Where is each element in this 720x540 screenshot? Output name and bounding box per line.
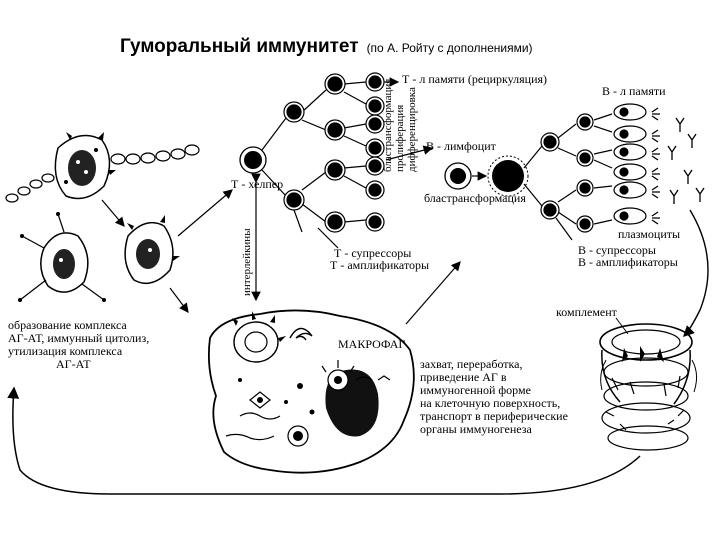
antigen-chain-right xyxy=(110,144,200,165)
b-blast-cell xyxy=(487,155,529,197)
process-line-1: бластрансформация xyxy=(382,78,394,172)
page-title: Гуморальный иммунитет (по А. Ройту с доп… xyxy=(120,36,533,58)
t-helper-cell xyxy=(239,146,267,174)
complex-line-2: АГ-АТ, иммунный цитолиз, xyxy=(8,331,150,345)
title-subtitle: (по А. Ройту с дополнениями) xyxy=(366,41,533,55)
macrophage-cell xyxy=(207,309,415,474)
arrow-macrophage-to-tcells xyxy=(405,261,461,325)
title-main: Гуморальный иммунитет xyxy=(120,36,359,57)
arrows-left-cells xyxy=(101,189,233,313)
complex-line-3: утилизация комплекса xyxy=(8,344,123,358)
capture-line-2: приведение АГ в xyxy=(420,370,507,384)
plasmocyte-cells xyxy=(613,103,647,225)
process-line-3: дифференцировка xyxy=(406,87,418,172)
capture-line-5: транспорт в периферические xyxy=(420,409,568,423)
label-b-suppressors: В - супрессоры xyxy=(578,243,656,257)
b-cell-tree-edges xyxy=(523,113,613,241)
label-b-lymphocyte: В - лимфоцит xyxy=(426,139,496,153)
capture-line-3: иммуногенной форме xyxy=(420,383,531,397)
process-line-2: пролиферация xyxy=(394,104,406,172)
complement-complex xyxy=(599,317,698,451)
label-complex-formation: образование комплекса АГ-АТ, иммунный ци… xyxy=(8,319,149,371)
label-vertical-process: бластрансформация пролиферация дифференц… xyxy=(382,79,418,172)
capture-line-1: захват, переработка, xyxy=(420,357,523,371)
infected-cell-right xyxy=(124,215,180,285)
arrow-antibodies-to-complement xyxy=(683,209,709,337)
label-macrophage: МАКРОФАГ xyxy=(338,337,406,351)
label-b-amplifiers: В - амплификаторы xyxy=(578,255,678,269)
label-capture-process: захват, переработка, приведение АГ в имм… xyxy=(420,358,568,436)
antibody-glyphs xyxy=(651,107,705,225)
label-t-amplifiers: Т - амплификаторы xyxy=(330,258,430,272)
label-interleukins: интерлейкины xyxy=(241,228,253,296)
t-cell-tree-edges xyxy=(261,77,400,249)
t-cell-tree-nodes xyxy=(283,72,385,233)
label-t-memory: Т - л памяти (рециркуляция) xyxy=(402,72,548,86)
label-t-suppressors: Т - супрессоры xyxy=(334,246,412,260)
capture-line-6: органы иммуногенеза xyxy=(420,422,532,436)
arrow-t-to-b xyxy=(385,145,434,161)
complex-line-4: АГ-АТ xyxy=(56,357,91,371)
b-lymphocyte-cell xyxy=(444,162,472,190)
complex-line-1: образование комплекса xyxy=(8,318,127,332)
infected-cell-left xyxy=(18,212,106,302)
label-blast-transformation: бластрансформация xyxy=(424,191,526,205)
antigen-chain-left xyxy=(5,173,55,203)
arrow-return-loop xyxy=(7,386,641,495)
label-t-helper: Т - хелпер xyxy=(231,177,284,191)
label-b-memory: В - л памяти xyxy=(602,84,666,98)
b-cell-tree-nodes xyxy=(540,113,594,233)
infected-cell-top xyxy=(54,132,116,200)
capture-line-4: на клеточную поверхность, xyxy=(420,396,561,410)
label-complement: комплемент xyxy=(556,305,617,319)
label-plasmocytes: плазмоциты xyxy=(618,227,681,241)
